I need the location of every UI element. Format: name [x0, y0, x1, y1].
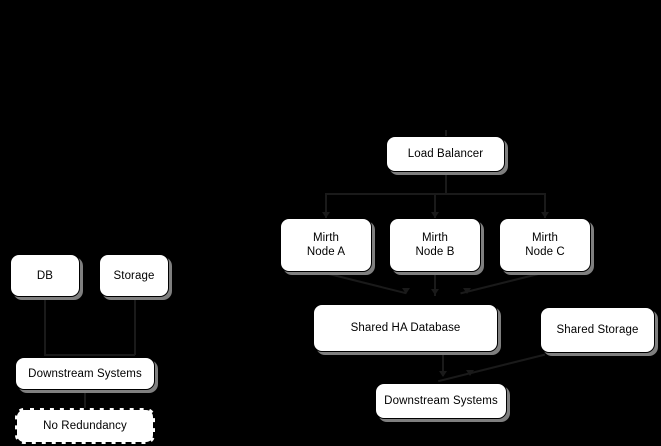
- node-load-balancer[interactable]: Load Balancer: [386, 136, 505, 172]
- edge-mirth-b-to-database: [434, 272, 436, 296]
- node-downstream-systems-ha[interactable]: Downstream Systems: [375, 383, 507, 419]
- node-downstream-systems-single[interactable]: Downstream Systems: [15, 357, 155, 390]
- node-mirth-node-c[interactable]: Mirth Node C: [499, 218, 591, 272]
- node-downstream-systems-single-label: Downstream Systems: [28, 367, 142, 380]
- node-shared-ha-database[interactable]: Shared HA Database: [313, 304, 498, 352]
- arrowhead-downstream-from-database: [439, 371, 447, 377]
- edge-storage-to-downstream: [134, 297, 136, 355]
- node-downstream-systems-ha-label: Downstream Systems: [384, 395, 498, 407]
- arrowhead-downstream-from-storage: [466, 370, 474, 376]
- edge-downstream-to-no-redundancy: [84, 390, 86, 408]
- arrowhead-mirth-node-a: [322, 212, 330, 218]
- arrowhead-database-from-b: [431, 289, 439, 295]
- node-no-redundancy-label: No Redundancy: [43, 420, 127, 432]
- node-storage-label: Storage: [113, 269, 155, 282]
- node-mirth-node-c-label: Mirth Node C: [525, 232, 565, 258]
- arrowhead-database-from-a: [402, 288, 410, 294]
- node-shared-storage[interactable]: Shared Storage: [540, 307, 655, 353]
- edge-db-to-downstream: [44, 297, 46, 355]
- node-storage[interactable]: Storage: [99, 254, 169, 297]
- node-db-label: DB: [36, 269, 54, 282]
- node-db[interactable]: DB: [10, 254, 80, 297]
- edge-left-join-horizontal: [44, 354, 135, 356]
- edge-database-to-downstream: [442, 352, 444, 376]
- node-load-balancer-label: Load Balancer: [407, 148, 484, 160]
- node-mirth-node-a[interactable]: Mirth Node A: [280, 218, 372, 272]
- edge-mirth-c-to-database: [460, 272, 545, 295]
- node-mirth-node-a-label: Mirth Node A: [306, 232, 346, 258]
- node-shared-ha-database-label: Shared HA Database: [350, 322, 461, 334]
- node-no-redundancy[interactable]: No Redundancy: [15, 408, 155, 444]
- edge-mirth-a-to-database: [324, 272, 407, 294]
- edge-to-mirth-node-b: [434, 193, 436, 218]
- edge-load-balancer-trunk: [445, 172, 447, 194]
- arrowhead-mirth-node-c: [541, 212, 549, 218]
- edge-storage-to-downstream-ha: [438, 354, 546, 383]
- edge-to-mirth-node-a: [325, 193, 327, 218]
- node-mirth-node-b-label: Mirth Node B: [415, 232, 455, 258]
- edge-to-mirth-node-c: [544, 193, 546, 218]
- arrowhead-database-from-c: [463, 288, 471, 294]
- edge-load-balancer-stub-top: [445, 130, 447, 138]
- arrowhead-mirth-node-b: [431, 212, 439, 218]
- node-shared-storage-label: Shared Storage: [556, 324, 639, 336]
- node-mirth-node-b[interactable]: Mirth Node B: [389, 218, 481, 272]
